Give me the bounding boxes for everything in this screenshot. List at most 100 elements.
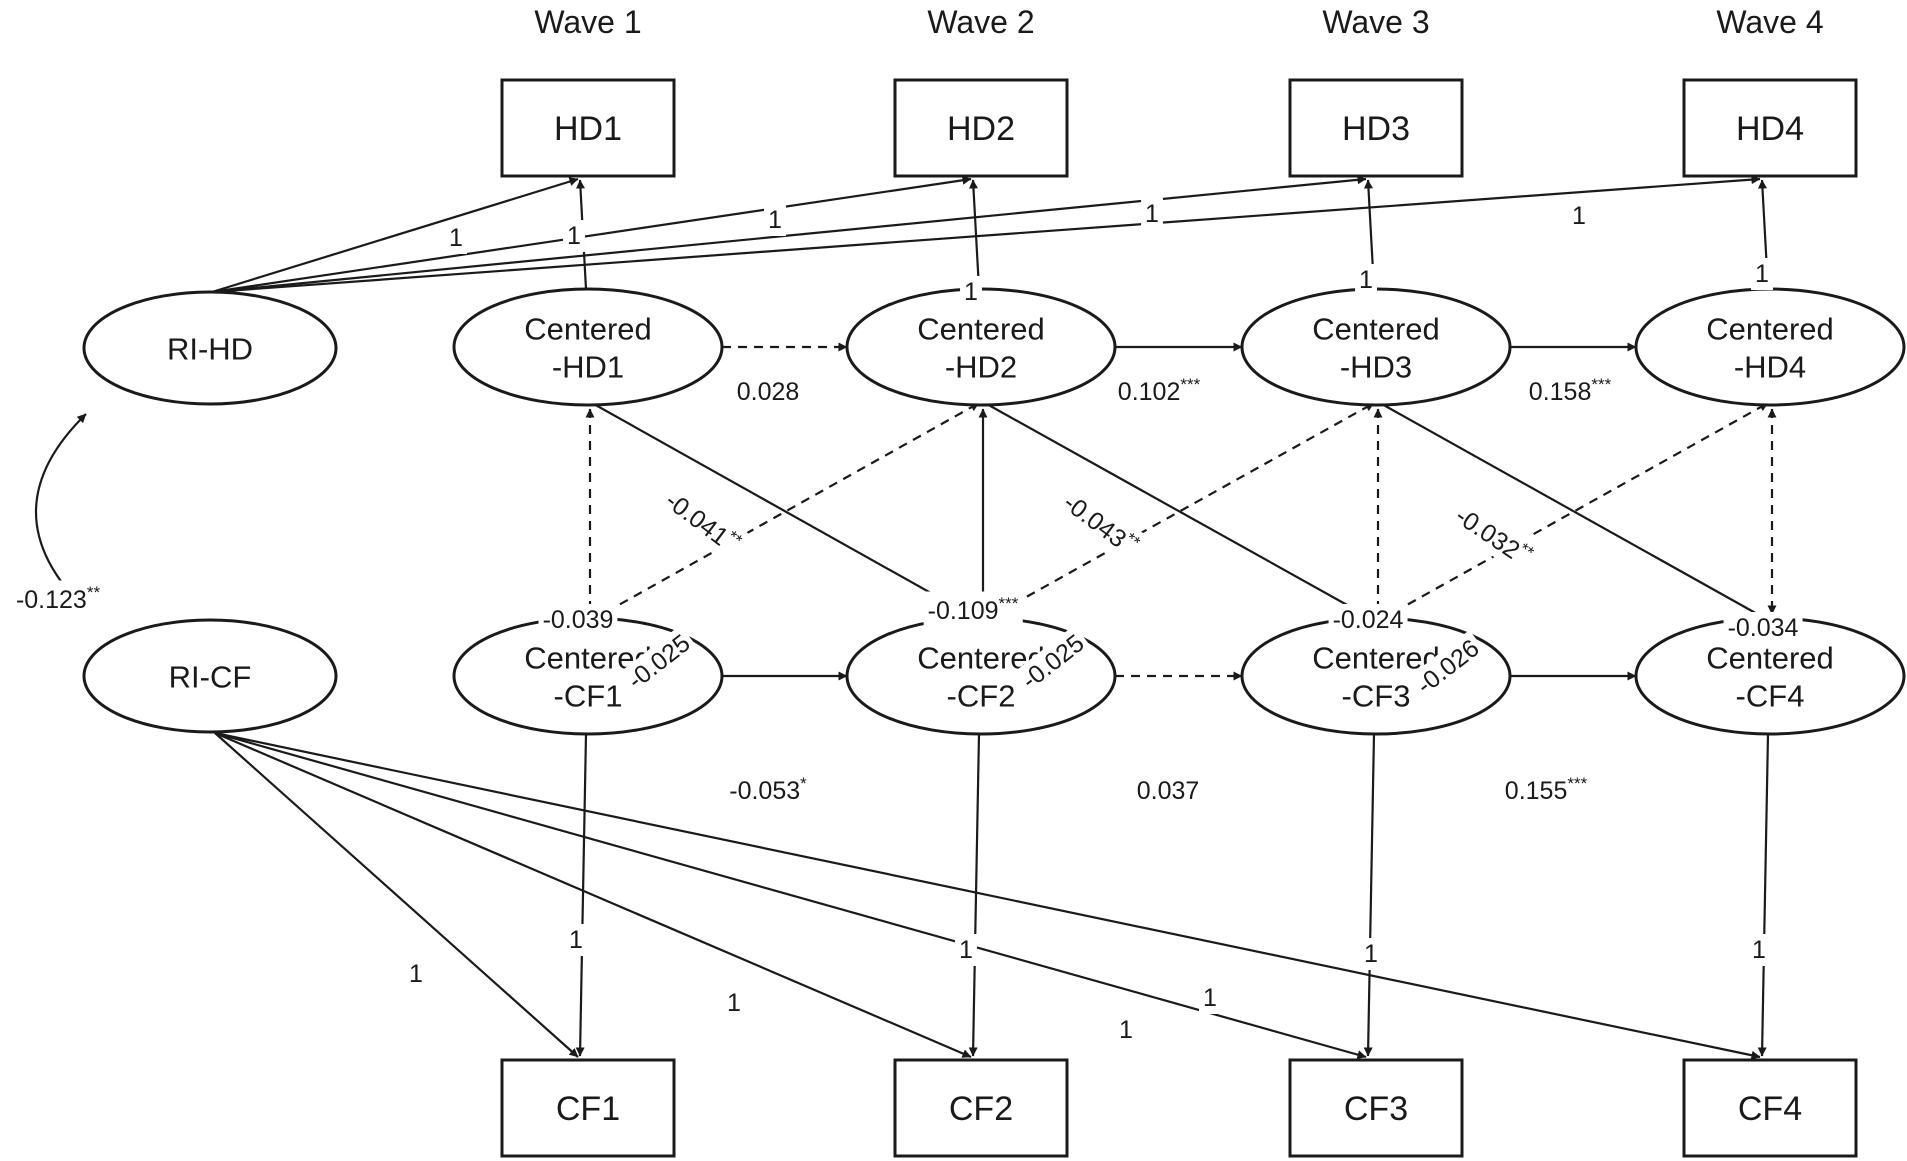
centered-cf4-label-1: Centered [1706,641,1834,676]
observed-hd4-label: HD4 [1736,110,1804,148]
svg-text:1: 1 [768,206,782,234]
centered-cf-loading-label-2: 1 [955,934,977,966]
ri-cf-loading-label-3: 1 [1115,1014,1137,1046]
centered-cf-loading-label-3: 1 [1360,938,1382,970]
svg-text:1: 1 [409,960,423,988]
centered-hd3-label-1: Centered [1312,312,1440,347]
svg-text:1: 1 [1359,266,1373,294]
centered-cf3-to-cf3 [1363,733,1376,1057]
observed-cf4-label: CF4 [1738,1090,1802,1128]
centered-hd-loading-label-2: 1 [960,276,982,308]
svg-text:1: 1 [727,989,741,1017]
observed-cf2-label: CF2 [949,1090,1013,1128]
svg-text:-0.053*: -0.053* [729,774,807,806]
centered-hd1-label-1: Centered [524,312,652,347]
observed-cf3: CF3 [1288,1058,1464,1158]
observed-cf2: CF2 [893,1058,1069,1158]
centered-hd-loading-label-1: 1 [563,220,585,252]
svg-text:1: 1 [567,222,581,250]
svg-text:1: 1 [449,224,463,252]
ri-cf-loading-1 [214,732,579,1058]
cross-hd-label-1: -0.041** [655,479,751,564]
ri-hd-loading-2 [211,175,972,294]
centered-cf4-label-2: -CF4 [1736,679,1805,714]
centered-cf-loading-label-4: 1 [1748,934,1770,966]
centered-cf1-label-2: -CF1 [554,679,623,714]
centered-cf3-label-1: Centered [1312,641,1440,676]
cross-hd3-to-cf4 [1379,402,1769,621]
ri-hd-loading-1 [211,177,579,294]
within-covariance-label-4: -0.034 [1723,612,1803,644]
svg-text:-0.039: -0.039 [543,606,614,634]
cross-hd2-to-cf3 [984,402,1375,621]
cross-hd-label-3: -0.032** [1445,495,1543,577]
ar-hd-label-3: 0.158*** [1524,372,1616,408]
svg-text:1: 1 [1572,202,1586,230]
svg-text:1: 1 [1752,936,1766,964]
ar-cf-label-3: 0.155*** [1500,771,1592,807]
centered-hd2-label-1: Centered [917,312,1045,347]
within-covariance-label-1: -0.039 [538,604,618,636]
svg-text:0.037: 0.037 [1137,777,1200,805]
centered-cf-loading-label-1: 1 [565,924,587,956]
svg-text:-0.043**: -0.043** [1058,486,1144,562]
random-intercept-hd-label: RI-HD [167,332,253,367]
ri-cf-loading-label-1: 1 [405,958,427,990]
ri-hd-loading-label-3: 1 [1141,198,1163,230]
svg-text:-0.123**: -0.123** [16,583,101,615]
ri-cf-loading-label-2: 1 [723,987,745,1019]
svg-text:1: 1 [964,278,978,306]
ri-hd-loading-3 [211,175,1367,294]
svg-text:1: 1 [569,926,583,954]
ri-covariance-label: -0.123** [11,580,105,616]
ri-hd-loading-label-4: 1 [1568,200,1590,232]
centered-hd1: Centered-HD1 [452,287,724,407]
ri-hd-loading-4 [211,175,1761,294]
observed-cf1-label: CF1 [556,1090,620,1128]
centered-cf3-label-2: -CF3 [1342,679,1411,714]
observed-hd2: HD2 [893,78,1069,178]
ri-cf-loading-3 [214,731,1367,1060]
observed-hd2-label: HD2 [947,110,1015,148]
svg-text:1: 1 [1364,940,1378,968]
centered-hd3-label-2: -HD3 [1340,350,1412,385]
centered-cf1-to-cf1 [575,733,588,1057]
svg-text:1: 1 [1203,984,1217,1012]
ri-hd-loading-label-1: 1 [445,222,467,254]
ar-cf-label-2: 0.037 [1132,775,1204,807]
svg-text:1: 1 [959,936,973,964]
observed-hd1-label: HD1 [554,110,622,148]
centered-cf3: Centered-CF3 [1240,616,1512,736]
centered-hd2: Centered-HD2 [845,287,1117,407]
wave-label-1: Wave 1 [534,4,641,40]
random-intercept-hd: RI-HD [82,290,338,406]
cross-hd1-to-cf2 [591,402,980,621]
ri-cf-loading-2 [214,731,972,1059]
ri-hd-loading-label-2: 1 [764,204,786,236]
centered-hd4-label-1: Centered [1706,312,1834,347]
centered-hd-loading-label-3: 1 [1355,264,1377,296]
centered-cf2-to-cf2 [968,733,981,1057]
observed-cf3-label: CF3 [1344,1090,1408,1128]
ar-hd-label-1: 0.028 [732,376,804,408]
svg-text:0.158***: 0.158*** [1529,375,1612,407]
ri-cf-loading-label-4: 1 [1199,982,1221,1014]
centered-hd3: Centered-HD3 [1240,287,1512,407]
cross-hd-label-2: -0.043** [1053,481,1149,566]
within-covariance-label-3: -0.024 [1328,604,1408,636]
svg-text:-0.034: -0.034 [1728,614,1799,642]
cross-cf1-to-hd2 [591,402,980,621]
observed-hd3: HD3 [1288,78,1464,178]
centered-cf2-label-2: -CF2 [947,679,1016,714]
centered-hd4: Centered-HD4 [1634,287,1906,407]
random-intercept-cf-label: RI-CF [169,660,252,695]
ar-hd-label-2: 0.102*** [1113,372,1205,408]
svg-text:0.028: 0.028 [737,378,800,406]
svg-text:1: 1 [1755,260,1769,288]
centered-hd2-to-hd2 [968,179,981,290]
observed-cf4: CF4 [1682,1058,1858,1158]
cross-cf2-to-hd3 [984,402,1375,621]
centered-cf4-to-cf4 [1757,733,1770,1057]
ri-cf-loading-4 [214,731,1761,1060]
